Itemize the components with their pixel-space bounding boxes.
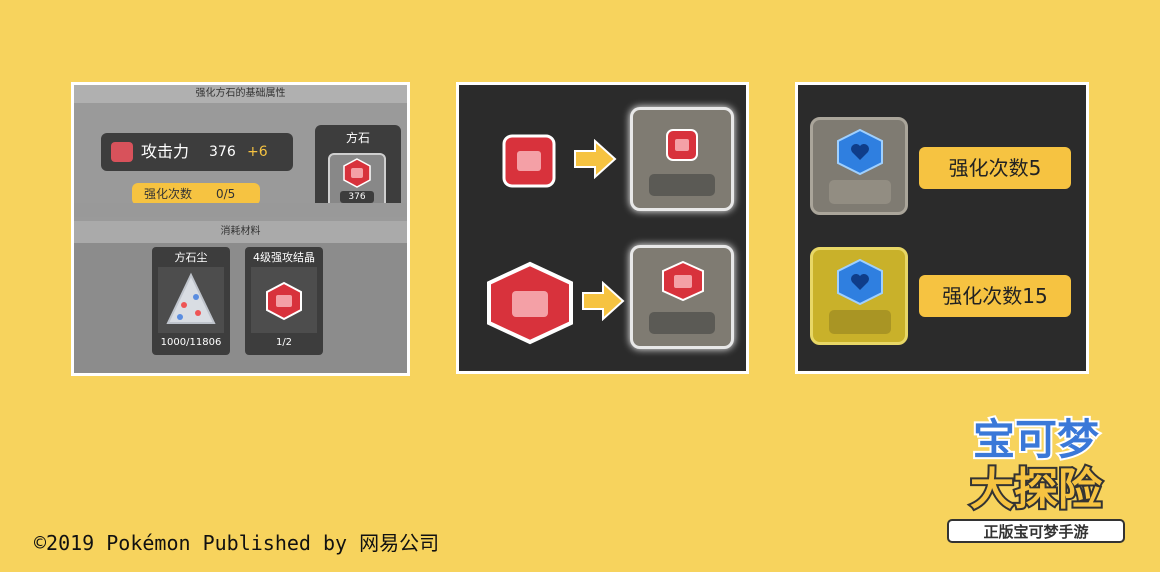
blue-crystal-icon	[837, 128, 883, 176]
ore-title: 方石	[345, 131, 370, 145]
enhance-count-value: 0/5	[216, 187, 236, 201]
copyright-text: ©2019 Pokémon Published by 网易公司	[34, 531, 440, 555]
enhance-count-box: 强化次数 0/5	[132, 183, 260, 205]
svg-text:宝可梦: 宝可梦	[973, 416, 1099, 463]
enhance-label-5: 强化次数5	[919, 147, 1071, 189]
material-count: 1000/11806	[160, 337, 222, 348]
attack-bonus: +6	[247, 144, 268, 160]
material-card-attack-crystal[interactable]: 4级强攻结晶 1/2	[245, 247, 323, 355]
enhance-label-15: 强化次数15	[919, 275, 1071, 317]
svg-text:大探险: 大探险	[970, 465, 1103, 514]
attack-value: 376	[209, 144, 236, 160]
blue-crystal-icon	[837, 258, 883, 306]
red-crystal-icon	[343, 158, 371, 188]
result-slot-1	[630, 107, 734, 211]
slot-bar	[649, 174, 715, 196]
divider	[74, 203, 407, 217]
tier-slot-silver	[810, 117, 908, 215]
slot-bar	[829, 310, 891, 334]
slot-bar	[829, 180, 891, 204]
attack-label: 攻击力	[141, 142, 190, 161]
ore-card[interactable]: 方石 376	[315, 125, 401, 215]
tier-slot-gold	[810, 247, 908, 345]
material-name: 4级强攻结晶	[253, 251, 315, 264]
game-logo: 宝可梦 大探险 正版宝可梦手游	[936, 408, 1136, 544]
attack-icon	[111, 142, 133, 162]
material-count: 1/2	[275, 337, 293, 348]
enhance-tier-panel: 强化次数5 强化次数15	[795, 82, 1089, 374]
enhance-count-label: 强化次数	[144, 187, 193, 201]
logo-image: 宝可梦 大探险 正版宝可梦手游	[947, 414, 1125, 543]
crystal-merge-panel	[456, 82, 749, 374]
material-name: 方石尘	[174, 251, 208, 264]
arrow-right-icon	[574, 139, 617, 179]
result-slot-2	[630, 245, 734, 349]
stone-dust-icon	[158, 267, 224, 333]
large-crystal-icon	[487, 261, 573, 345]
ore-value: 376	[340, 191, 374, 203]
material-card-stone-dust[interactable]: 方石尘 1000/11806	[152, 247, 230, 355]
red-crystal-icon	[666, 129, 698, 161]
svg-text:正版宝可梦手游: 正版宝可梦手游	[983, 523, 1088, 541]
ore-slot: 376	[328, 153, 386, 209]
attribute-panel: 强化方石的基础属性 攻击力 376 +6 强化次数 0/5 方石 376 消耗材…	[71, 82, 410, 376]
attack-stat-box: 攻击力 376 +6	[101, 133, 293, 171]
materials-area: 方石尘 1000/11806 4级强攻结晶 1/2	[74, 243, 407, 355]
slot-bar	[649, 312, 715, 334]
arrow-right-icon	[582, 281, 625, 321]
small-crystal-icon	[502, 134, 556, 188]
attribute-main: 攻击力 376 +6 强化次数 0/5 方石 376	[74, 103, 407, 285]
attribute-header: 强化方石的基础属性	[74, 85, 407, 103]
attack-crystal-icon	[251, 267, 317, 333]
red-crystal-icon	[662, 260, 704, 302]
materials-header: 消耗材料	[74, 221, 407, 243]
